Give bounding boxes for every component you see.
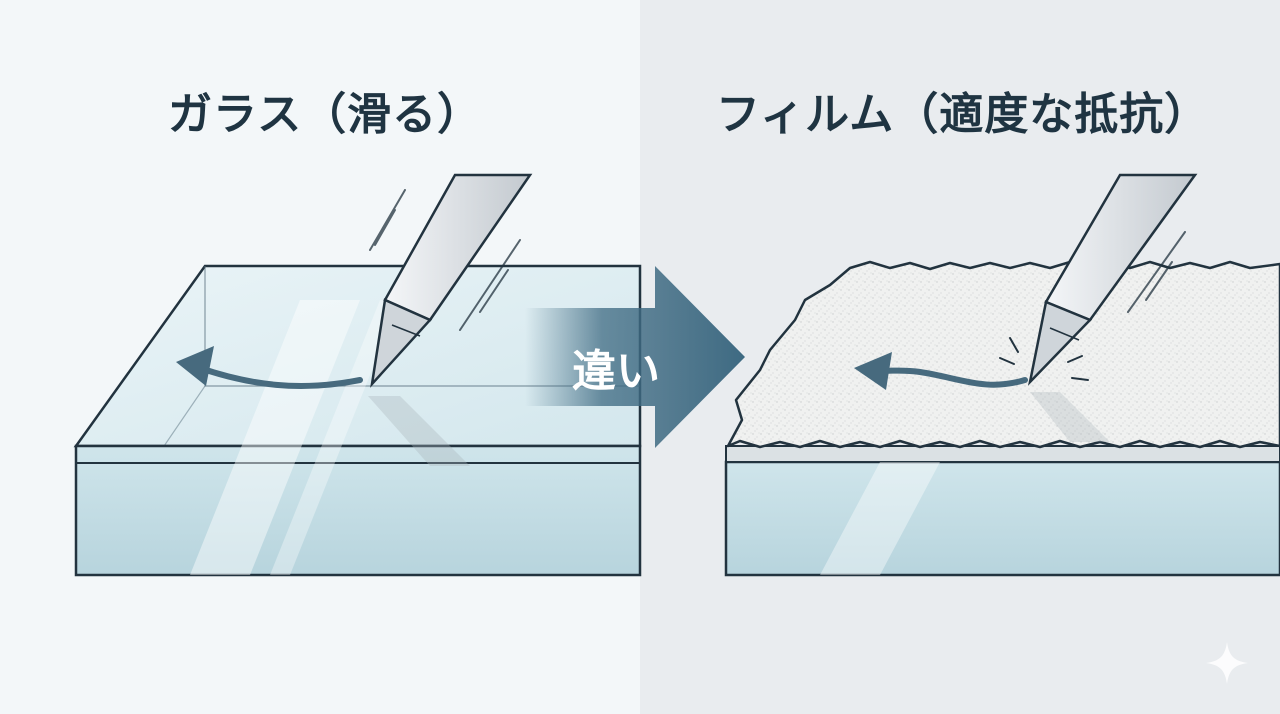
stylus-reflection — [1030, 392, 1110, 442]
difference-arrow — [525, 266, 745, 448]
film-layer — [725, 445, 1280, 463]
stylus-pen — [370, 173, 533, 388]
film-front-face — [724, 460, 1280, 577]
film-block — [724, 260, 1280, 577]
difference-label: 違い — [572, 346, 660, 397]
sparkle-icon — [1206, 642, 1248, 684]
motion-lines — [369, 189, 521, 331]
pen-tip — [370, 298, 433, 388]
glass-block — [73, 264, 642, 577]
glide-arrow — [176, 346, 363, 389]
glass-reflection-streak — [270, 300, 400, 575]
resist-arrow — [854, 352, 1028, 390]
friction-lines — [999, 337, 1089, 381]
pen-tip — [1027, 300, 1093, 386]
film-panel-title: フィルム（適度な抵抗） — [716, 89, 1210, 140]
glass-panel-title: ガラス（滑る） — [168, 89, 483, 140]
glass-front-face — [74, 444, 642, 577]
glass-reflection-streak — [190, 300, 360, 575]
film-textured-surface — [726, 260, 1280, 449]
motion-lines — [1127, 231, 1186, 313]
film-reflection-streak — [820, 462, 940, 575]
stylus-pen — [1027, 173, 1198, 386]
stylus-reflection — [368, 396, 470, 466]
